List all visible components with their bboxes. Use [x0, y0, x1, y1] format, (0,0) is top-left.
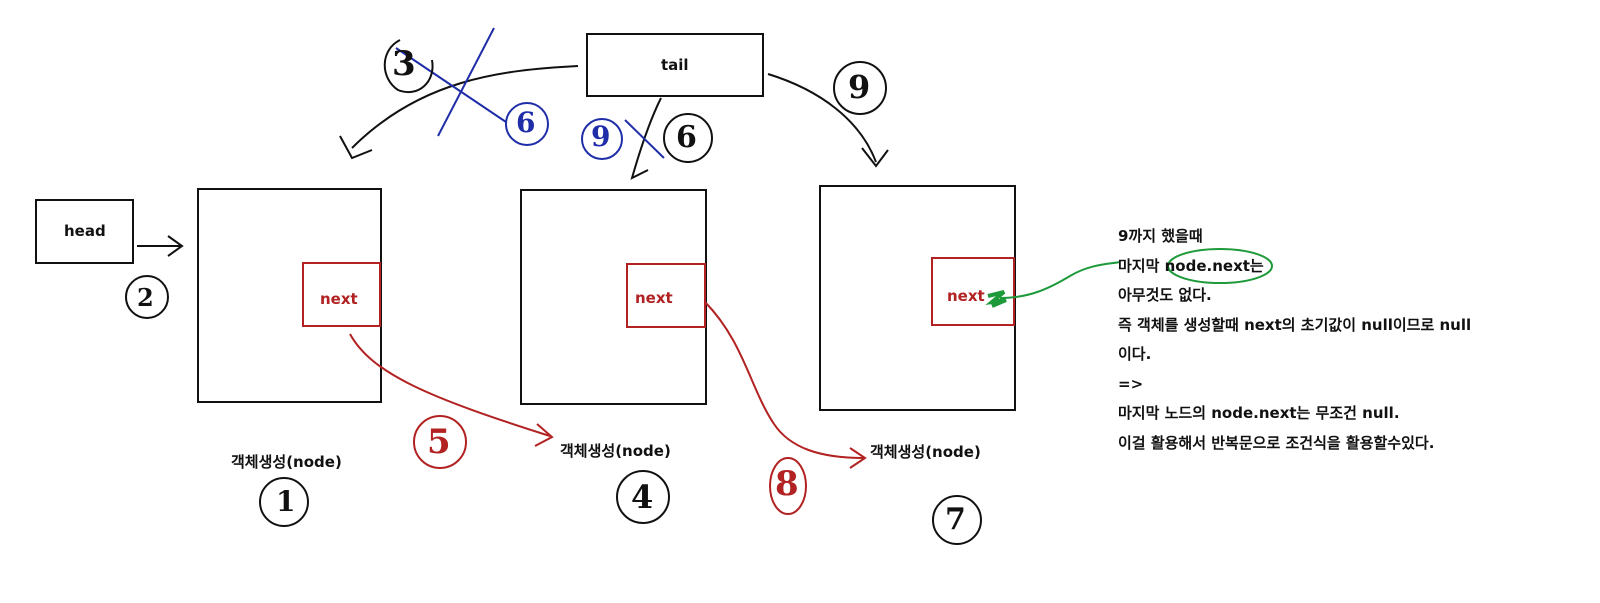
step-circle-9-right — [833, 61, 887, 115]
node-caption-3: 객체생성(node) — [870, 443, 981, 461]
node-box-3 — [819, 185, 1016, 411]
step-circle-8 — [769, 457, 807, 515]
step-number-1: 1 — [276, 485, 296, 518]
cross-out-left — [395, 27, 507, 137]
null-scribble — [985, 290, 1007, 308]
node-caption-1: 객체생성(node) — [231, 453, 342, 471]
note-line-8: 이걸 활용해서 반복문으로 조건식을 활용할수있다. — [1118, 433, 1435, 452]
step-number-8: 8 — [775, 464, 799, 504]
step-circle-2 — [125, 275, 169, 319]
step-circle-3 — [383, 39, 434, 93]
note-line-6: => — [1118, 374, 1144, 393]
next-label-2: next — [635, 289, 673, 307]
node-box-2 — [520, 189, 707, 405]
step-circle-5 — [413, 415, 467, 469]
note-line-4: 즉 객체를 생성할때 next의 초기값이 null이므로 null — [1118, 315, 1472, 334]
step-number-6-left: 6 — [516, 106, 536, 139]
head-box — [35, 199, 134, 264]
node-caption-2: 객체생성(node) — [560, 442, 671, 460]
step-circle-7 — [932, 495, 982, 545]
step-number-4: 4 — [631, 478, 654, 516]
tail-arrow-mid — [630, 97, 662, 180]
next-label-3: next — [947, 287, 985, 305]
step-number-7: 7 — [945, 502, 966, 537]
next-box-1 — [302, 262, 381, 327]
head-arrow — [137, 235, 184, 257]
head-label: head — [64, 222, 106, 240]
tail-arrow-new — [767, 73, 889, 168]
note-line-7: 마지막 노드의 node.next는 무조건 null. — [1118, 404, 1400, 422]
note-line-5: 이다. — [1118, 345, 1152, 363]
next-arrow-1 — [349, 333, 554, 447]
step-number-5: 5 — [427, 422, 451, 462]
next-arrow-2 — [704, 301, 867, 469]
explanation-notes: 9까지 했을때 마지막 node.next는 아무것도 없다. 즉 객체를 생성… — [1118, 222, 1588, 458]
step-circle-6-mid — [663, 113, 713, 163]
step-number-9-right: 9 — [848, 68, 871, 106]
next-box-3 — [931, 257, 1015, 326]
tail-box — [586, 33, 764, 97]
null-highlight-oval — [1167, 248, 1273, 284]
step-circle-1 — [259, 477, 309, 527]
note-line-3: 아무것도 없다. — [1118, 286, 1212, 304]
step-circle-9-mid — [581, 118, 623, 160]
step-number-3: 3 — [392, 44, 416, 84]
step-number-6-mid: 6 — [676, 120, 697, 155]
note-line-2: 마지막 node.next는 — [1118, 256, 1264, 275]
next-label-1: next — [320, 290, 358, 308]
cross-out-mid — [624, 119, 665, 159]
null-pointer-curve — [999, 261, 1121, 299]
step-number-9-mid: 9 — [591, 120, 611, 153]
next-box-2 — [626, 263, 706, 328]
step-number-2: 2 — [137, 283, 154, 312]
note-line-1: 9까지 했을때 — [1118, 227, 1203, 245]
tail-arrow-old — [339, 65, 579, 160]
step-circle-6-left — [505, 102, 549, 146]
tail-label: tail — [661, 56, 689, 74]
step-circle-4 — [616, 470, 670, 524]
